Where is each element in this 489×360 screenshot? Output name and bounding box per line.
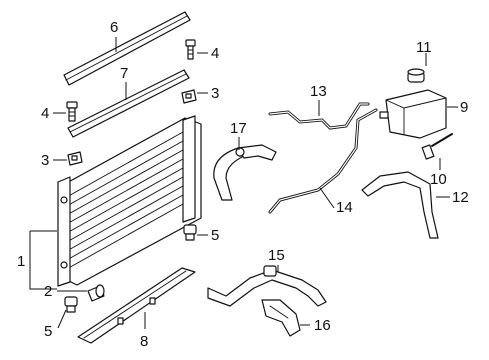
part-5-grommet-upper — [183, 224, 197, 241]
callout-16: 16 — [314, 317, 331, 334]
callout-13: 13 — [310, 83, 327, 100]
part-7-seal-strip — [67, 69, 190, 138]
callout-3-lower: 3 — [41, 152, 49, 169]
callout-5-lower: 5 — [44, 323, 52, 340]
callout-15: 15 — [268, 247, 285, 264]
part-16-bracket — [261, 299, 301, 337]
part-2-drain-plug — [87, 284, 105, 302]
part-8-deflector — [77, 267, 196, 344]
callout-10: 10 — [430, 171, 447, 188]
part-15-radiator-hose — [207, 265, 327, 307]
callout-1: 1 — [17, 253, 25, 270]
part-3-clip-upper — [181, 89, 197, 104]
callout-4-upper: 4 — [211, 45, 219, 62]
part-6-seal-strip — [63, 11, 191, 86]
part-17-upper-hose — [213, 144, 277, 201]
leader-lines — [29, 37, 458, 329]
part-3-clip-lower — [67, 151, 83, 166]
part-11-reservoir-cap — [407, 68, 425, 83]
callout-12: 12 — [452, 189, 469, 206]
callout-14: 14 — [336, 199, 353, 216]
callout-5-upper: 5 — [211, 227, 219, 244]
part-1-radiator — [57, 115, 202, 287]
part-13-bleed-tube — [268, 102, 370, 130]
callout-4-lower: 4 — [41, 105, 49, 122]
callout-6: 6 — [110, 19, 118, 36]
part-4-bolt-lower — [66, 101, 78, 122]
part-12-lower-hose — [361, 171, 439, 239]
callout-9: 9 — [460, 99, 468, 116]
part-14-overflow-hose — [268, 108, 378, 214]
callout-17: 17 — [230, 120, 247, 137]
callout-3-upper: 3 — [211, 85, 219, 102]
callout-8: 8 — [140, 333, 148, 350]
part-4-bolt-upper — [185, 39, 196, 60]
part-9-reservoir — [379, 89, 447, 139]
part-5-grommet-lower — [64, 296, 78, 313]
callout-2: 2 — [44, 283, 52, 300]
callout-11: 11 — [416, 39, 432, 56]
part-10-sensor — [421, 133, 453, 160]
callout-7: 7 — [120, 65, 128, 82]
